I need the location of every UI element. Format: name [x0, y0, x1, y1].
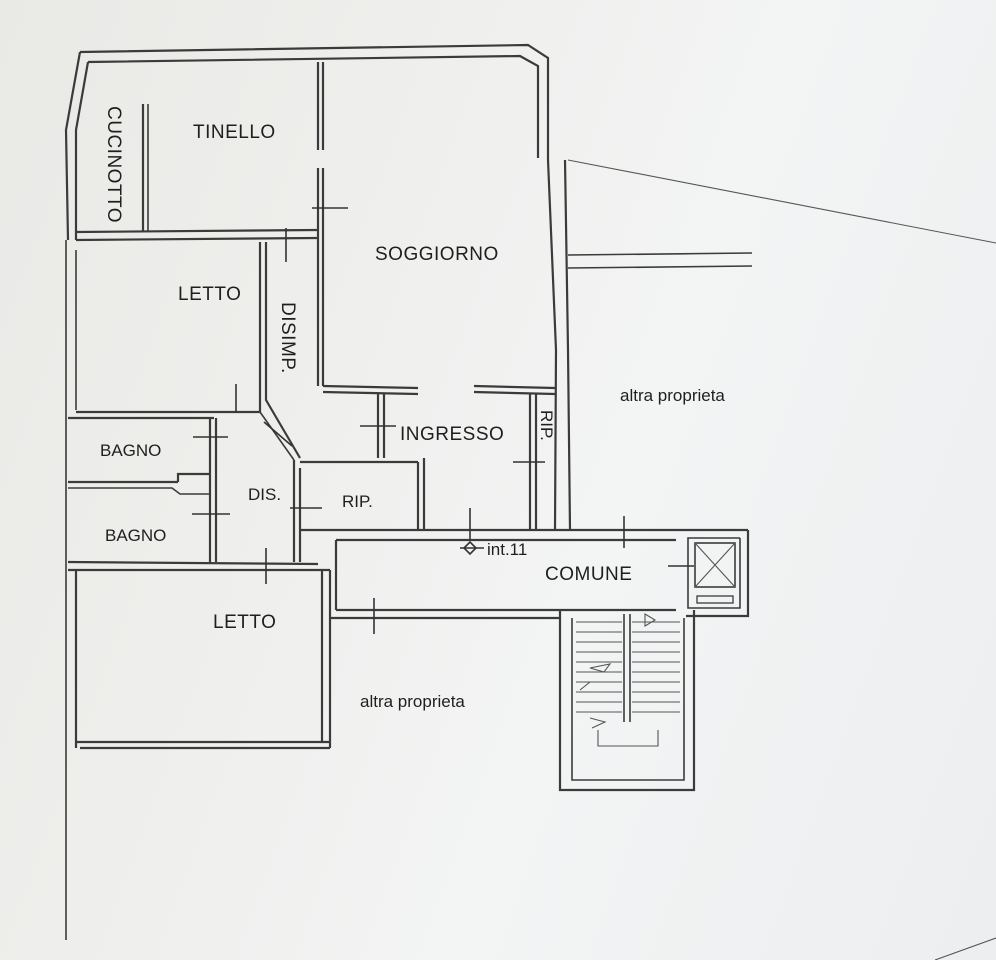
bedroom-top-walls: [76, 242, 301, 461]
room-label-bagno-top: BAGNO: [100, 441, 161, 460]
kitchen-walls: [75, 62, 325, 386]
common-area-walls: [318, 528, 750, 620]
room-label-letto-top: LETTO: [178, 284, 241, 305]
staircase: [558, 610, 696, 792]
room-label-rip-right: RIP.: [537, 410, 556, 441]
outer-walls: [64, 43, 550, 940]
room-label-rip-left: RIP.: [342, 492, 373, 511]
unit-number-label: int.11: [487, 540, 527, 559]
room-label-dis: DIS.: [248, 485, 281, 504]
elevator-icon: [694, 542, 736, 604]
bedroom-bottom-walls: [74, 570, 332, 750]
entrance-marker-icon: [460, 540, 484, 556]
bathroom-walls: [67, 416, 330, 572]
room-label-letto-bottom: LETTO: [213, 612, 276, 633]
other-property-label-right: altra proprieta: [620, 386, 725, 405]
room-label-ingresso: INGRESSO: [400, 424, 504, 445]
room-label-soggiorno: SOGGIORNO: [375, 244, 499, 265]
soggiorno-walls: [322, 159, 572, 531]
property-lines: [567, 159, 996, 960]
room-label-tinello: TINELLO: [193, 122, 276, 143]
room-label-comune: COMUNE: [545, 564, 632, 585]
room-label-disimp: DISIMP.: [277, 302, 298, 374]
corridor-walls: [292, 394, 426, 562]
room-label-bagno-bottom: BAGNO: [105, 526, 166, 545]
room-label-cucinotto: CUCINOTTO: [103, 106, 124, 223]
door-marks: [192, 207, 694, 634]
other-property-label-bottom: altra proprieta: [360, 692, 465, 711]
